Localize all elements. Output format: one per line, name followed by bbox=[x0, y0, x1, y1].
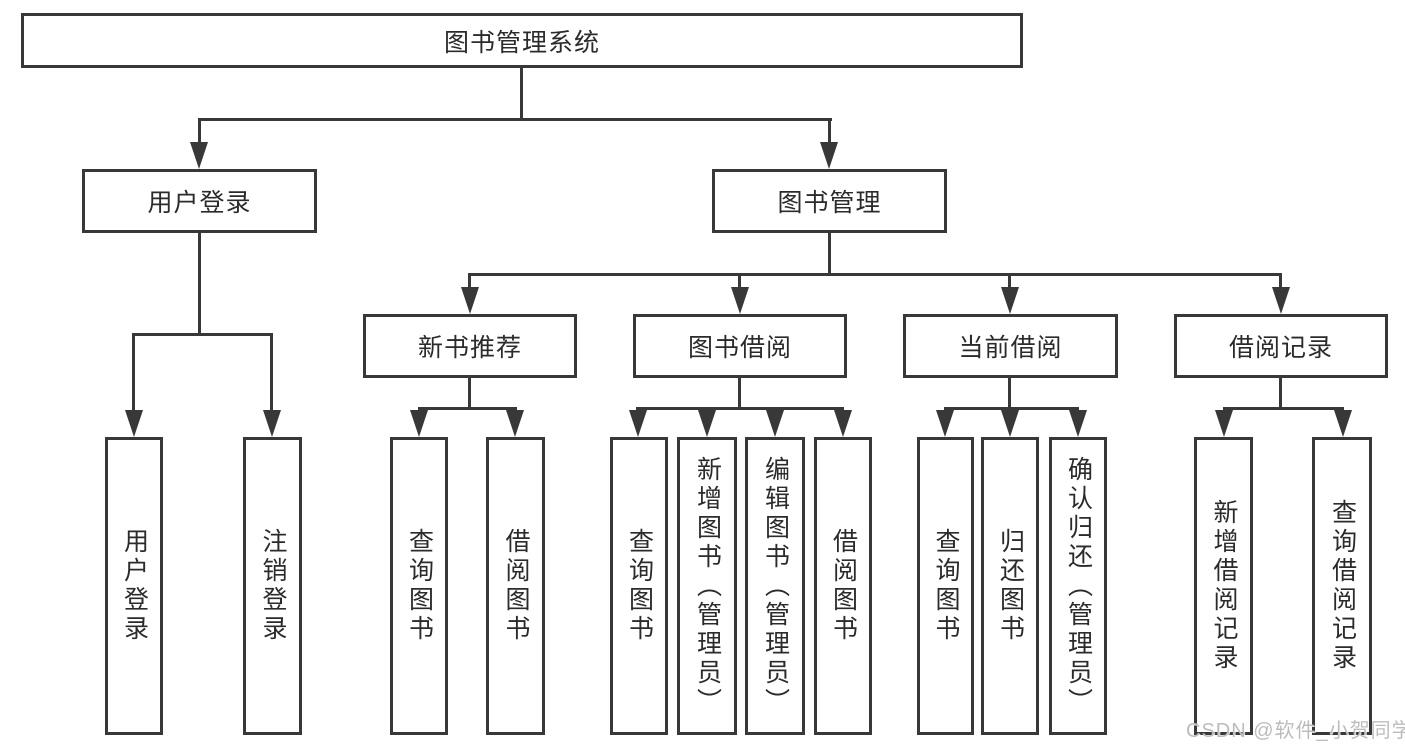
leaf-confirm-return-admin: 确认归还（管理员） bbox=[1049, 437, 1107, 735]
leaf-borrow-books-recommend: 借阅图书 bbox=[486, 437, 545, 735]
node-book-management: 图书管理 bbox=[712, 169, 947, 233]
arrow-down-icon bbox=[698, 410, 716, 437]
arrow-down-icon bbox=[834, 410, 852, 437]
node-label: 新增图书（管理员） bbox=[693, 455, 722, 717]
node-label: 借阅图书 bbox=[502, 528, 530, 644]
arrow-down-icon bbox=[731, 287, 749, 314]
connector-line bbox=[198, 118, 832, 121]
connector-line bbox=[198, 118, 201, 144]
leaf-query-borrow-record: 查询借阅记录 bbox=[1312, 437, 1372, 735]
node-current-borrow: 当前借阅 bbox=[903, 314, 1118, 378]
arrow-down-icon bbox=[1001, 410, 1019, 437]
connector-line bbox=[738, 378, 741, 409]
arrow-down-icon bbox=[506, 410, 524, 437]
leaf-user-login: 用户登录 bbox=[105, 437, 163, 735]
connector-line bbox=[1008, 378, 1011, 409]
connector-line bbox=[468, 378, 471, 409]
connector-line bbox=[944, 407, 1079, 410]
connector-line bbox=[1279, 273, 1282, 291]
connector-line bbox=[738, 273, 741, 291]
arrow-down-icon bbox=[125, 410, 143, 437]
arrow-down-icon bbox=[820, 142, 838, 169]
node-root: 图书管理系统 bbox=[21, 13, 1023, 68]
node-label: 查询图书 bbox=[932, 528, 960, 644]
node-borrow-records: 借阅记录 bbox=[1174, 314, 1388, 378]
connector-line bbox=[1279, 378, 1282, 409]
arrow-down-icon bbox=[1272, 287, 1290, 314]
connector-line bbox=[1008, 273, 1011, 291]
node-label: 查询图书 bbox=[625, 528, 654, 644]
leaf-add-borrow-record: 新增借阅记录 bbox=[1194, 437, 1253, 735]
arrow-down-icon bbox=[936, 410, 954, 437]
connector-line bbox=[828, 233, 831, 276]
arrow-down-icon bbox=[410, 410, 428, 437]
arrow-down-icon bbox=[766, 410, 784, 437]
node-label: 查询借阅记录 bbox=[1328, 499, 1357, 673]
arrow-down-icon bbox=[263, 410, 281, 437]
leaf-query-books-current: 查询图书 bbox=[917, 437, 974, 735]
node-label: 用户登录 bbox=[147, 189, 252, 217]
connector-line bbox=[132, 333, 135, 413]
leaf-return-books: 归还图书 bbox=[981, 437, 1039, 735]
connector-line bbox=[1223, 407, 1344, 410]
node-label: 图书管理系统 bbox=[443, 28, 600, 57]
arrow-down-icon bbox=[1215, 410, 1233, 437]
node-label: 用户登录 bbox=[120, 528, 149, 644]
leaf-logout: 注销登录 bbox=[243, 437, 302, 735]
node-label: 确认归还（管理员） bbox=[1064, 455, 1093, 717]
leaf-query-books-recommend: 查询图书 bbox=[390, 437, 448, 735]
arrow-down-icon bbox=[1334, 410, 1352, 437]
arrow-down-icon bbox=[461, 287, 479, 314]
connector-line bbox=[132, 333, 273, 336]
node-label: 当前借阅 bbox=[958, 334, 1063, 362]
leaf-edit-books-admin: 编辑图书（管理员） bbox=[745, 437, 805, 735]
node-label: 图书借阅 bbox=[687, 334, 792, 362]
node-new-book-recommend: 新书推荐 bbox=[363, 314, 577, 378]
node-label: 归还图书 bbox=[996, 528, 1025, 644]
connector-line bbox=[520, 68, 523, 121]
arrow-down-icon bbox=[1001, 287, 1019, 314]
node-label: 编辑图书（管理员） bbox=[761, 455, 790, 717]
node-book-borrow: 图书借阅 bbox=[633, 314, 847, 378]
arrow-down-icon bbox=[190, 142, 208, 169]
connector-line bbox=[270, 333, 273, 413]
node-label: 注销登录 bbox=[259, 528, 287, 644]
leaf-borrow-books: 借阅图书 bbox=[814, 437, 872, 735]
node-label: 新增借阅记录 bbox=[1210, 499, 1238, 673]
connector-line bbox=[636, 407, 844, 410]
arrow-down-icon bbox=[629, 410, 647, 437]
connector-line bbox=[468, 273, 471, 291]
node-label: 图书管理 bbox=[777, 189, 882, 217]
connector-line bbox=[418, 407, 517, 410]
leaf-query-books-borrow: 查询图书 bbox=[610, 437, 668, 735]
connector-line bbox=[468, 273, 1282, 276]
connector-line bbox=[198, 233, 201, 335]
node-label: 查询图书 bbox=[405, 528, 434, 644]
node-user-login: 用户登录 bbox=[82, 169, 317, 233]
connector-line bbox=[828, 118, 831, 144]
leaf-add-books-admin: 新增图书（管理员） bbox=[677, 437, 737, 735]
csdn-watermark: CSDN @软件_小贺同学 bbox=[1186, 720, 1405, 742]
node-label: 新书推荐 bbox=[417, 334, 522, 362]
arrow-down-icon bbox=[1069, 410, 1087, 437]
node-label: 借阅图书 bbox=[829, 528, 858, 644]
node-label: 借阅记录 bbox=[1228, 334, 1333, 362]
